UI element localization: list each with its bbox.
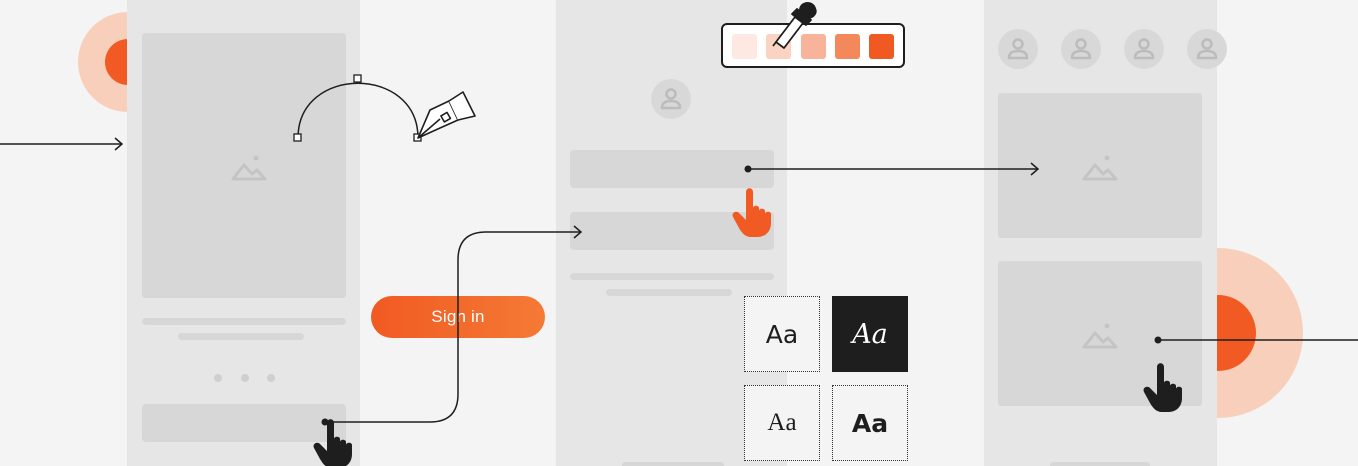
- flow-connector-1: [325, 225, 583, 423]
- font-sample-serif-label: Aa: [767, 409, 797, 436]
- flow-connector-2: [748, 162, 1040, 176]
- connector-dot: [321, 418, 329, 426]
- pen-tool-icon: [417, 91, 476, 139]
- terms-line: [570, 273, 774, 280]
- forgot-line: [606, 289, 732, 296]
- palette-swatch-3[interactable]: [801, 34, 826, 59]
- carousel-dots[interactable]: [214, 374, 275, 382]
- color-palette[interactable]: [721, 23, 905, 68]
- email-field-placeholder[interactable]: [570, 150, 774, 188]
- wireframe-screen-feed: [984, 0, 1217, 466]
- incoming-arrow: [0, 137, 124, 151]
- feed-image-placeholder-1[interactable]: [998, 93, 1202, 238]
- connector-dot: [1154, 336, 1162, 344]
- palette-swatch-1[interactable]: [732, 34, 757, 59]
- eyedropper-icon: [772, 2, 817, 49]
- font-sample-sans[interactable]: Aa: [744, 296, 820, 372]
- font-sample-bold-label: Aa: [851, 408, 889, 438]
- font-sample-serif[interactable]: Aa: [744, 385, 820, 461]
- palette-swatch-4[interactable]: [835, 34, 860, 59]
- font-sample-bold[interactable]: Aa: [832, 385, 908, 461]
- hand-pointer-icon: [732, 188, 771, 237]
- primary-button-placeholder[interactable]: [142, 404, 346, 442]
- font-sample-script-label: Aa: [852, 318, 888, 350]
- anchor-point: [293, 133, 302, 142]
- anchor-point: [353, 74, 362, 83]
- subtitle-line: [178, 333, 304, 340]
- font-sample-script[interactable]: Aa: [832, 296, 908, 372]
- hand-pointer-icon: [313, 419, 352, 466]
- connector-dot: [744, 165, 752, 173]
- bezier-path: [293, 74, 422, 142]
- hand-pointer-icon: [1143, 363, 1182, 412]
- font-sample-sans-label: Aa: [765, 319, 799, 349]
- bottom-bar-placeholder: [622, 462, 724, 466]
- feed-bottom-bar-placeholder: [1050, 462, 1150, 466]
- title-line: [142, 318, 346, 325]
- palette-swatch-5[interactable]: [869, 34, 894, 59]
